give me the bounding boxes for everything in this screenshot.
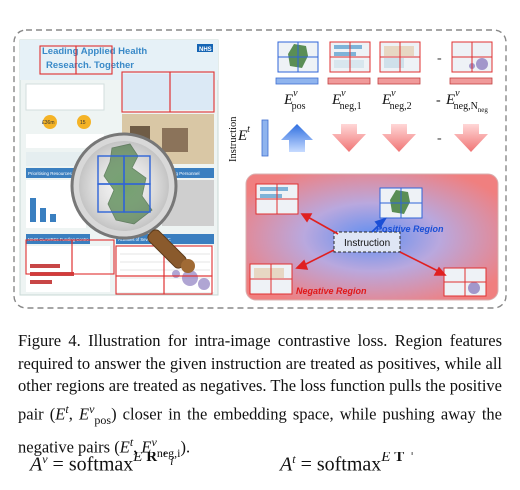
poster-section-2: Building Personnel [162, 171, 200, 176]
caption-pair-v-sup: v [89, 401, 95, 416]
poster-region-grid [25, 45, 215, 295]
caption-pair-pos-e: E [55, 404, 66, 423]
thumbnail-negative-2 [379, 41, 421, 73]
equation-partial: Av = softmaxE R′⊤i At = softmaxE T′⊤ [20, 452, 510, 490]
embedding-space: Instruction Positive Region Negative Reg… [245, 173, 499, 301]
push-arrowhead-3 [433, 266, 447, 276]
instruction-box [333, 231, 401, 253]
caption-pair-pos-sup: t [65, 401, 69, 416]
caption-part3: ). [180, 437, 191, 457]
poster-title-line1: Leading Applied Health [42, 46, 147, 57]
region-thumbnails: - [277, 41, 493, 73]
embedding-bar-positive [275, 77, 319, 85]
figure-illustration: Leading Applied Health Research. Togethe… [13, 29, 507, 309]
poster-section-4: Activities of Seven CLAHRC [118, 237, 171, 242]
positive-region-label: Positive Region [376, 224, 444, 234]
space-thumbnail-negative-2 [249, 263, 293, 295]
poster-section-1: Prioritising Resources [28, 171, 73, 176]
push-arrowhead-1 [300, 213, 313, 223]
push-arrow-down-n [454, 124, 488, 152]
caption-neg-v-sub: neg,i [156, 445, 181, 460]
magnifier-handle [147, 229, 195, 273]
equation-left: Av = softmaxE R′⊤i [30, 452, 173, 479]
eq-right-sup: t [292, 452, 296, 466]
embedding-label-ellipsis: - [436, 93, 441, 108]
poster-stat-1: £36m [42, 120, 55, 126]
poster-badge: NHS [199, 47, 212, 53]
figure-dashed-frame [13, 29, 507, 309]
space-thumbnail-negative-1 [255, 183, 299, 215]
instruction-vertical-label: Instruction [228, 116, 239, 162]
eq-right-softmax: = softmax [295, 453, 382, 476]
caption-pair-sep: , [68, 404, 79, 423]
push-arrowhead-2 [295, 259, 309, 270]
eq-right-lhs: A [280, 453, 293, 476]
eq-right-numerator: E T′⊤ [381, 452, 417, 465]
eq-left-numerator: E R′⊤i [133, 452, 174, 468]
caption-pair-v-e: E [78, 404, 90, 423]
thumbnail-negative-1 [329, 41, 371, 73]
pull-arrow-up [281, 124, 313, 152]
caption-part1: Figure 4. Illustration for intra-image c… [18, 331, 502, 423]
thumbnail-negative-n [451, 41, 493, 73]
push-line-2 [301, 249, 335, 267]
caption-part2: ) closer in the embedding space, while p… [18, 404, 502, 457]
space-thumbnail-positive [379, 187, 423, 219]
embedding-bar-negative-n [449, 77, 493, 85]
figure-caption: Figure 4. Illustration for intra-image c… [18, 330, 502, 464]
text-embedding-bar [261, 119, 269, 157]
eq-left-lhs: A [30, 453, 43, 476]
push-arrow-down-2 [382, 124, 416, 152]
caption-pair-v-sub: pos [94, 412, 112, 427]
caption-neg-sep: , [133, 437, 142, 457]
equation-right: At = softmaxE T′⊤ [280, 452, 417, 477]
space-thumbnail-negative-3 [443, 267, 487, 297]
poster-stat-2: 15 [80, 120, 86, 126]
push-line-3 [399, 251, 441, 273]
arrow-ellipsis: - [437, 131, 442, 146]
caption-neg-t-e: E [119, 437, 130, 457]
instruction-box-label: Instruction [344, 238, 390, 249]
negative-region-label: Negative Region [296, 286, 367, 296]
push-arrow-down-1 [332, 124, 366, 152]
text-embedding-label: Et [237, 124, 250, 144]
caption-neg-v-sup: v [151, 434, 157, 449]
pull-arrowhead [374, 217, 388, 229]
push-line-1 [305, 215, 339, 235]
thumbnail-positive [277, 41, 319, 73]
embedding-bar-negative-1 [327, 77, 371, 85]
poster-image: Leading Applied Health Research. Togethe… [19, 39, 219, 296]
eq-left-sup: v [42, 452, 48, 466]
caption-neg-t-sup: t [129, 434, 134, 449]
eq-left-softmax: = softmax [47, 453, 134, 476]
magnifier-lens [70, 132, 178, 240]
poster-title-line2: Research. Together [46, 60, 134, 71]
thumbnail-ellipsis: - [437, 51, 442, 66]
embedding-bar-negative-2 [377, 77, 421, 85]
caption-neg-v-e: E [141, 437, 152, 457]
